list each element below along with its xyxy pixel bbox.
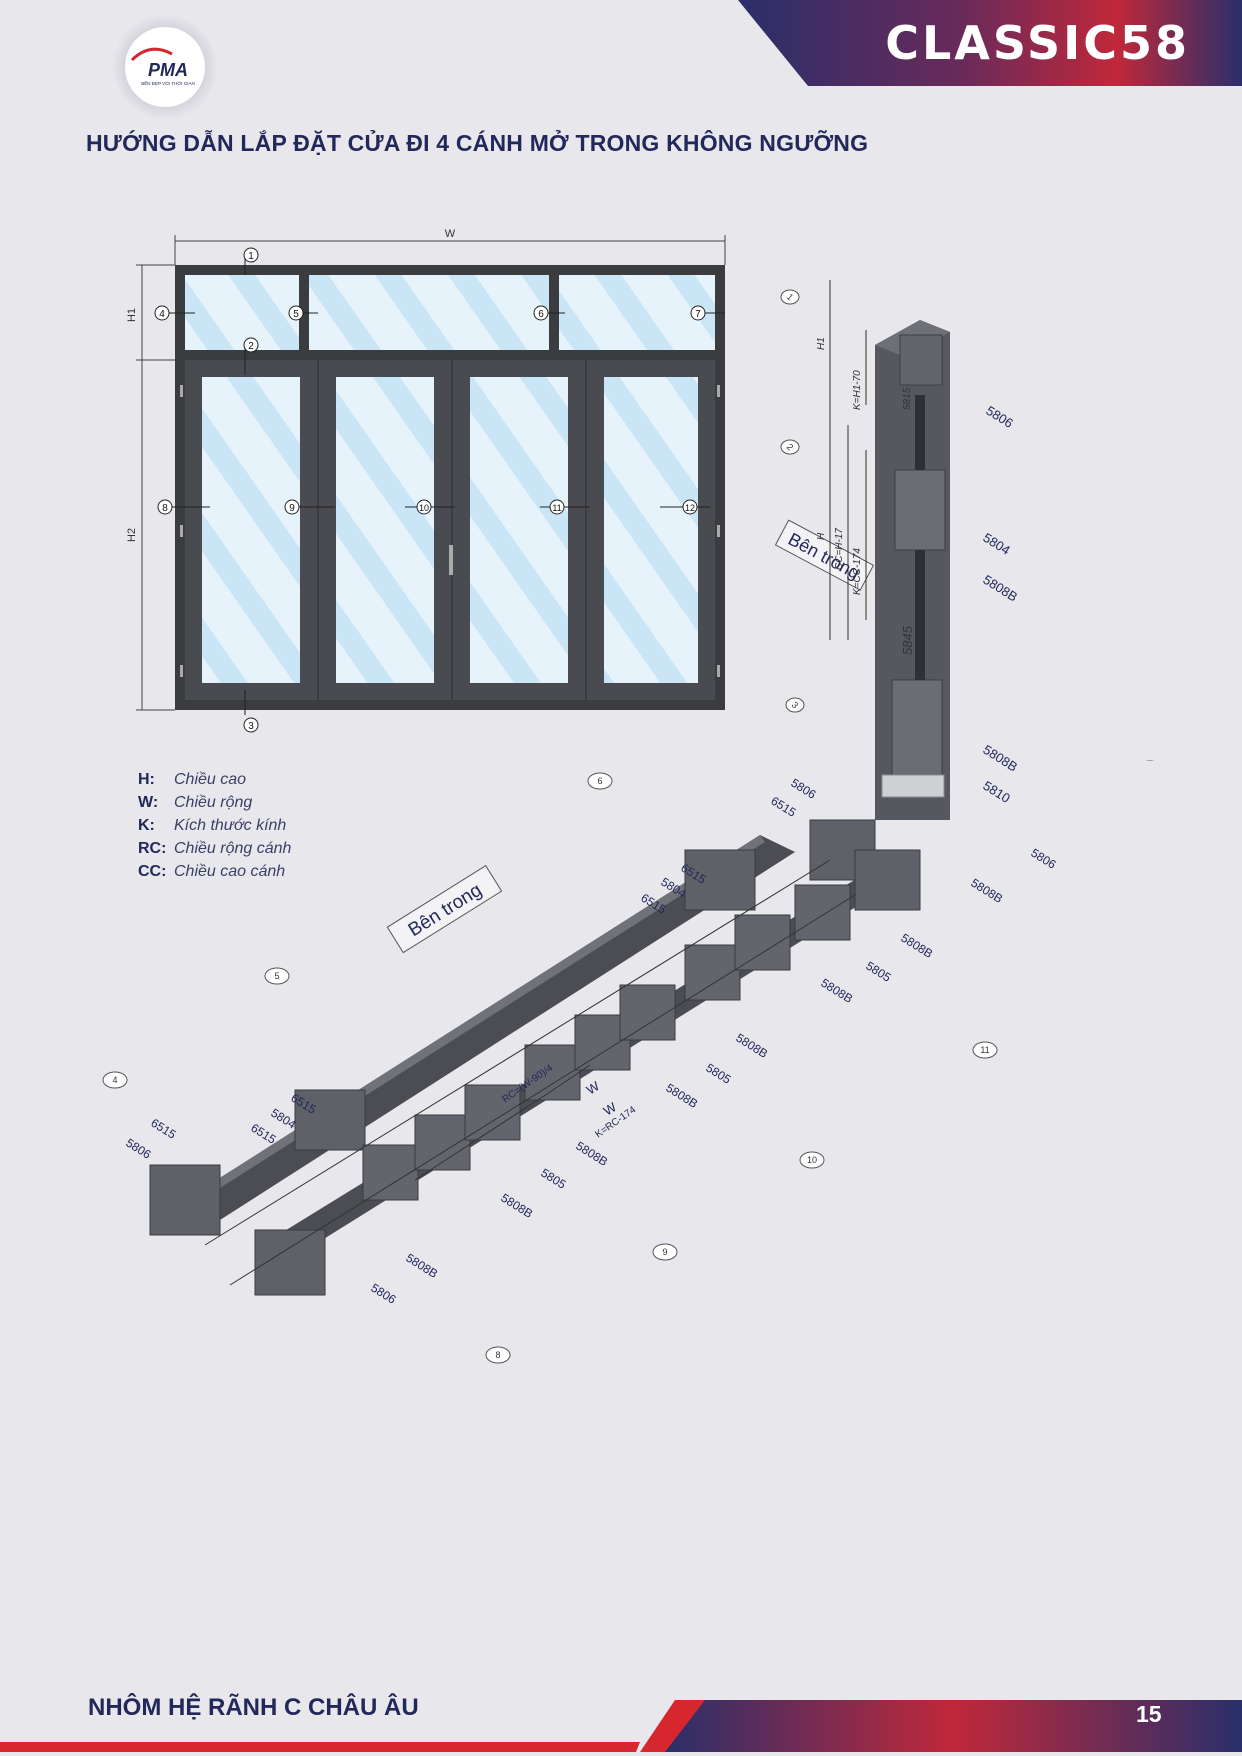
dim-h1: H1 [816, 337, 827, 350]
h-callout-6: 6 [597, 776, 602, 786]
callout-5: 5 [293, 309, 299, 320]
h-callout-8: 8 [495, 1350, 500, 1360]
v-profile-5806: 5806 [983, 403, 1015, 431]
page-number: 15 [1136, 1701, 1162, 1727]
callout-4: 4 [159, 309, 165, 320]
height-dimension: H1 H2 [126, 264, 175, 711]
callout-12: 12 [685, 503, 695, 513]
legend-row: K:Kích thước kính [138, 817, 287, 834]
h-callout-5: 5 [274, 971, 279, 981]
lp-3: 5808B [898, 931, 935, 961]
pma-logo: PMA BỀN ĐẸP VỚI THỜI GIAN [112, 14, 218, 120]
inline-5815: 5815 [902, 387, 913, 410]
lp-7: 5805 [703, 1061, 733, 1087]
callout-10: 10 [419, 503, 429, 513]
lp-12: 5808B [403, 1251, 440, 1281]
page-title: HƯỚNG DẪN LẮP ĐẶT CỬA ĐI 4 CÁNH MỞ TRONG… [86, 130, 869, 156]
lp-10: 5805 [538, 1166, 568, 1192]
legend-row: W:Chiều rộng [138, 794, 253, 811]
w-dim-frame: W [584, 1078, 603, 1098]
callout-8: 8 [162, 503, 168, 514]
v-callout-2: 2 [785, 442, 796, 453]
lp-4: 5805 [863, 959, 893, 985]
dim-k-top: K=H1-70 [852, 370, 863, 410]
width-label: W [445, 228, 456, 240]
fp-m5-5804: 5804 [268, 1106, 298, 1132]
lp-11: 5808B [498, 1191, 535, 1221]
v-callout-1: 1 [785, 292, 796, 303]
v-profile-5808b: 5808B [980, 572, 1020, 605]
fp-m5-6515b: 6515 [248, 1121, 278, 1147]
lp-5: 5808B [818, 976, 855, 1006]
fp-right-6515: 6515 [768, 794, 798, 820]
frame-bar [149, 819, 876, 1236]
inside-label-horizontal: Bên trong [386, 865, 503, 954]
brand-name: CLASSIC58 [885, 16, 1190, 70]
lp-1: 5806 [1028, 846, 1058, 872]
callout-2: 2 [248, 341, 254, 352]
h-callout-9: 9 [662, 1247, 667, 1257]
callout-6: 6 [538, 309, 544, 320]
legend-row: CC:Chiều cao cánh [138, 863, 286, 880]
lp-9: 5808B [573, 1139, 610, 1169]
vertical-section-drawing: 1 2 3 Bên trong H1 K=H1-70 H CC=H-17 K=C… [774, 280, 1020, 820]
footer-title: NHÔM HỆ RÃNH C CHÂU ÂU [88, 1694, 419, 1721]
logo-text: PMA [148, 60, 188, 80]
legend: H:Chiều cao W:Chiều rộng K:Kích thước kí… [138, 768, 291, 883]
lp-2: 5808B [968, 876, 1005, 906]
dim-h: H [816, 532, 827, 540]
h2-label: H2 [126, 528, 138, 542]
horizontal-section-drawing: W W RC=(W-90)/4 K=RC-174 Bên trong 4 5 6… [102, 760, 1155, 1364]
callout-3: 3 [248, 721, 254, 732]
lp-8: 5808B [663, 1081, 700, 1111]
brand-banner [738, 0, 1242, 86]
h-callout-10: 10 [807, 1155, 817, 1165]
callout-7: 7 [695, 309, 701, 320]
inline-5845: 5845 [900, 625, 915, 655]
callout-11: 11 [552, 503, 561, 513]
fp-left-6515: 6515 [148, 1116, 178, 1142]
dim-cc: CC=H-17 [834, 528, 845, 570]
legend-row: H:Chiều cao [138, 771, 247, 788]
footer-band [0, 1700, 1242, 1752]
callout-1: 1 [248, 251, 254, 262]
logo-tagline: BỀN ĐẸP VỚI THỜI GIAN [141, 80, 195, 86]
h-callout-4: 4 [112, 1075, 117, 1085]
fp-right-5806: 5806 [788, 776, 818, 802]
v-profile-5804: 5804 [980, 530, 1012, 558]
h1-label: H1 [126, 308, 138, 322]
fp-left-5806: 5806 [123, 1136, 153, 1162]
lp-13: 5806 [368, 1281, 398, 1307]
lp-6: 5808B [733, 1031, 770, 1061]
door-elevation-drawing: W H1 H2 [126, 228, 726, 733]
width-dimension: W [174, 228, 726, 265]
legend-row: RC:Chiều rộng cánh [138, 840, 292, 857]
callout-9: 9 [289, 503, 295, 514]
h-callout-11: 11 [980, 1045, 989, 1055]
v-callout-3: 3 [790, 700, 801, 711]
dim-k-leaf: K=CC-174 [852, 548, 863, 595]
